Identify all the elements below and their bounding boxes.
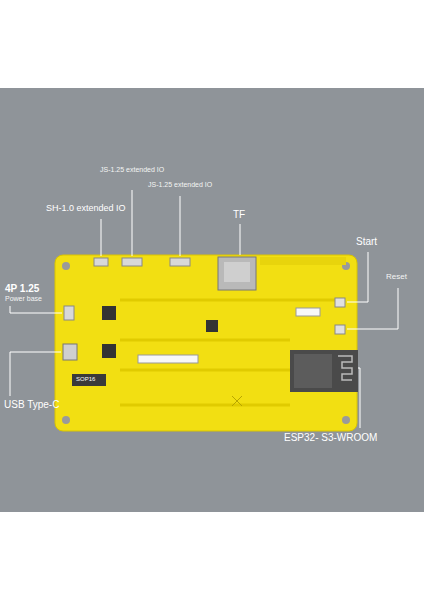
callout-label: Reset (386, 273, 407, 282)
callout-label: JS-1.25 extended IO (148, 181, 212, 189)
callout-label: ESP32- S3-WROOM (284, 432, 377, 443)
callout-label: SH-1.0 extended IO (46, 204, 126, 214)
callout-label: TF (233, 209, 245, 220)
svg-text:​: ​ (256, 399, 257, 413)
callout-label: Start (356, 236, 377, 247)
callout-label: Power base (5, 295, 42, 303)
callout-label: 4P 1.25 (5, 283, 39, 294)
callout-label: USB Type-C (4, 399, 59, 410)
callout-label: SOP16 (76, 376, 95, 383)
callout-label: JS-1.25 extended IO (100, 166, 164, 174)
